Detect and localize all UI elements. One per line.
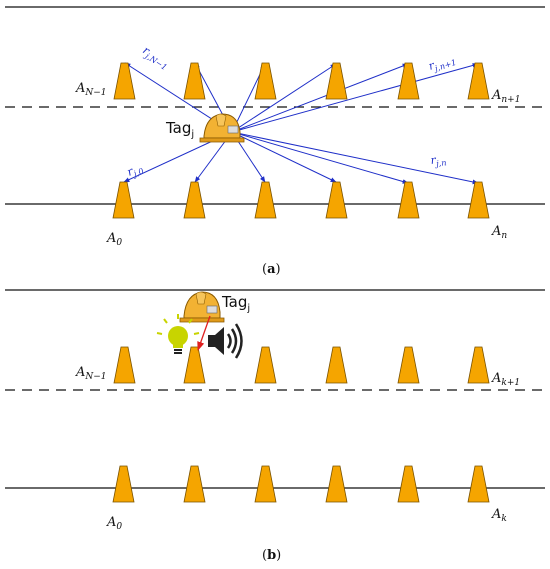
anchor-label-sub: N−1 (84, 88, 106, 98)
traffic-cone-icon (467, 346, 490, 384)
traffic-cone-icon (112, 465, 135, 503)
anchor-label-bottom-left: A (106, 231, 116, 246)
traffic-cone-icon (397, 465, 420, 503)
traffic-cone-icon (254, 62, 277, 100)
traffic-cone-icon (254, 346, 277, 384)
tag-label: Tag (165, 119, 191, 137)
traffic-cone-icon (254, 181, 277, 219)
svg-text:rj,0: rj,0 (125, 161, 145, 181)
caption-paren-close: ) (276, 262, 281, 277)
svg-text:rj,N−1: rj,N−1 (139, 44, 172, 72)
traffic-cone-icon (254, 465, 277, 503)
traffic-cone-icon (183, 465, 206, 503)
svg-text:rj,n: rj,n (430, 152, 447, 169)
svg-text:An+1: An+1 (491, 88, 520, 105)
anchor-label-top-right: A (491, 88, 501, 103)
traffic-cone-icon (113, 346, 136, 384)
anchor-label-top-left: A (75, 365, 85, 380)
caption-paren-open: ( (262, 548, 267, 563)
tag-label: Tag (221, 293, 247, 311)
anchor-label-sub: n+1 (501, 95, 520, 105)
tag-subscript: j (190, 129, 194, 140)
svg-text:Tagj: Tagj (221, 293, 250, 314)
svg-text:Tagj: Tagj (165, 119, 194, 140)
range-label-top-right: r (427, 59, 437, 73)
traffic-cone-icon (183, 346, 206, 384)
range-label-sub: j,n (434, 158, 447, 168)
traffic-cone-icon (325, 346, 348, 384)
traffic-cone-icon (325, 465, 348, 503)
range-line (231, 63, 337, 133)
traffic-cone-icon (325, 62, 348, 100)
cones-bottom-row-b (112, 465, 490, 503)
anchor-label-sub: N−1 (84, 372, 106, 382)
traffic-cone-icon (112, 181, 135, 219)
caption-letter-a: a (267, 262, 276, 277)
svg-text:Ak: Ak (491, 507, 507, 524)
traffic-cone-icon (183, 181, 206, 219)
anchor-label-sub: k (501, 514, 506, 524)
range-label-sub: j,n+1 (432, 58, 458, 74)
range-label-bottom-right: r (430, 153, 438, 167)
traffic-cone-icon (397, 181, 420, 219)
range-label-sub: j,0 (131, 167, 146, 180)
traffic-cone-icon (467, 465, 490, 503)
traffic-cone-icon (397, 346, 420, 384)
traffic-cone-icon (183, 62, 206, 100)
alert-arrow (197, 315, 211, 351)
anchor-label-sub: 0 (116, 238, 122, 248)
anchor-label-sub: k+1 (501, 378, 520, 388)
helmet-icon (199, 113, 245, 143)
anchor-label-bottom-right: A (491, 224, 501, 239)
anchor-label-sub: 0 (116, 522, 122, 532)
helmet-icon (179, 291, 225, 323)
range-line (231, 63, 409, 133)
anchor-label-bottom-right: A (491, 507, 501, 522)
svg-text:(a): (a) (262, 262, 281, 277)
traffic-cone-icon (325, 181, 348, 219)
svg-text:A0: A0 (106, 231, 122, 248)
caption-letter-b: b (267, 548, 276, 563)
speaker-icon (208, 323, 243, 359)
cones-bottom-row-a (112, 181, 490, 219)
light-bulb-icon (156, 314, 200, 354)
anchor-label-bottom-left: A (106, 515, 116, 530)
traffic-cone-icon (467, 62, 490, 100)
cones-top-row-a (113, 62, 490, 100)
svg-text:(b): (b) (262, 548, 281, 563)
anchor-label-top-right: A (491, 371, 501, 386)
traffic-cone-icon (467, 181, 490, 219)
traffic-cone-icon (397, 62, 420, 100)
caption-paren-open: ( (262, 262, 267, 277)
range-line (231, 131, 479, 185)
svg-text:AN−1: AN−1 (75, 81, 107, 98)
anchor-label-sub: n (501, 231, 507, 241)
svg-text:An: An (491, 224, 507, 241)
range-label-bottom-left: r (125, 164, 135, 178)
cones-top-row-b (113, 346, 490, 384)
anchor-label-top-left: A (75, 81, 85, 96)
panel-a: Tagj AN−1 An+1 A0 An rj,N−1 rj,n+1 rj,0 … (5, 6, 545, 277)
caption-paren-close: ) (276, 548, 281, 563)
svg-text:Ak+1: Ak+1 (491, 371, 520, 388)
traffic-cone-icon (113, 62, 136, 100)
range-line (231, 131, 409, 184)
tag-subscript: j (246, 303, 250, 314)
svg-text:AN−1: AN−1 (75, 365, 107, 382)
range-line (231, 131, 337, 183)
panel-b: Tagj AN−1 Ak+1 A0 Ak (b) (5, 289, 545, 563)
range-line (231, 63, 479, 133)
svg-text:A0: A0 (106, 515, 122, 532)
